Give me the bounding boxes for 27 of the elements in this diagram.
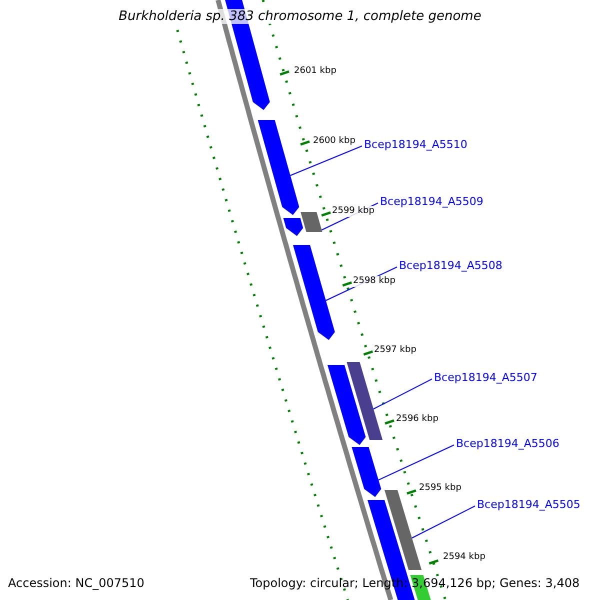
scale-label: 2600 kbp [313, 136, 356, 147]
scale-label: 2598 kbp [353, 276, 396, 287]
gene-label: Bcep18194_A5506 [456, 437, 560, 450]
gene-block [346, 362, 383, 440]
info-text: Accession: NC_007510 [8, 576, 144, 590]
gene-block [300, 212, 322, 232]
gene-bar [258, 120, 300, 215]
leader-line [378, 444, 454, 480]
gene-label: Bcep18194_A5508 [399, 259, 502, 272]
gene-bar [293, 245, 335, 340]
scale-label: 2599 kbp [332, 206, 374, 217]
gene-label: Bcep18194_A5510 [364, 138, 468, 152]
gene-block [384, 490, 422, 570]
scale-label: 2601 kbp [294, 66, 336, 77]
gene-bar [328, 365, 366, 445]
leader-line [290, 146, 362, 176]
scale-label: 2597 kbp [374, 345, 416, 356]
leader-line [411, 506, 476, 538]
leader-line [372, 378, 432, 410]
scale-label: 2595 kbp [419, 483, 462, 494]
gene-bar [352, 447, 382, 497]
gene-label: Bcep18194_A5509 [380, 195, 484, 208]
scale-label: 2596 kbp [396, 414, 438, 425]
scale-label: 2594 kbp [443, 552, 486, 563]
gene-bar [283, 218, 304, 236]
gene-label: Bcep18194_A5505 [477, 498, 580, 512]
gene-label: Bcep18194_A5507 [434, 371, 538, 384]
